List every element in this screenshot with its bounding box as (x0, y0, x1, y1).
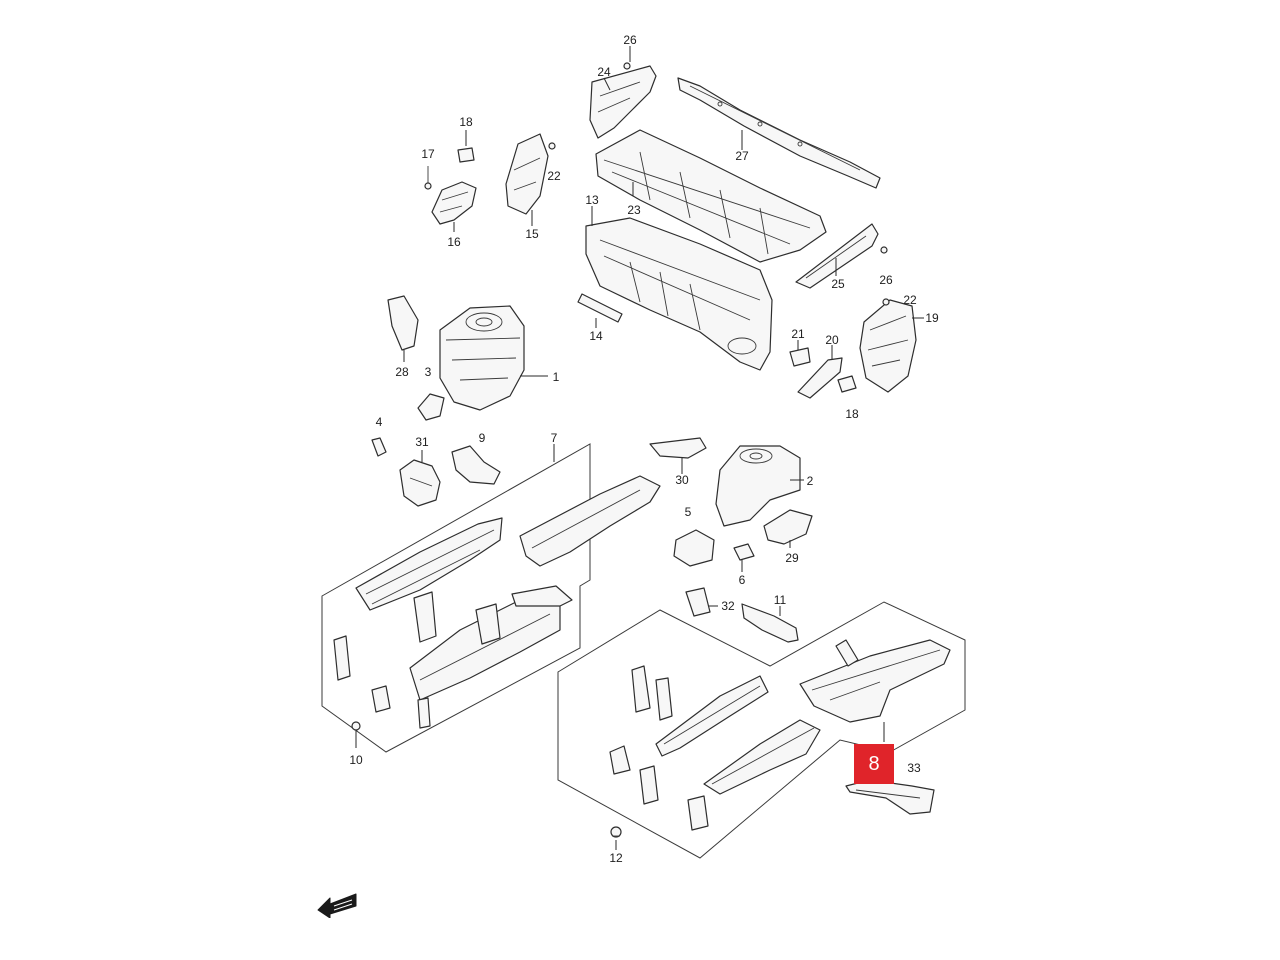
callout-21: 21 (791, 327, 805, 341)
part-21-small-bracket (789, 347, 811, 367)
callout-8-highlighted: 8 (854, 744, 894, 784)
callout-12: 12 (609, 851, 623, 865)
callout-26-right: 26 (879, 273, 893, 287)
part-29-bracket (763, 509, 813, 545)
part-18-plate-left (457, 147, 475, 163)
part-28-bracket (387, 295, 419, 351)
callout-22-left: 22 (547, 169, 561, 183)
group-box-8 (557, 601, 966, 859)
part-27-cowl-top-panel (677, 77, 881, 189)
callout-10: 10 (349, 753, 363, 767)
part-18-plate-right (837, 375, 857, 393)
part-12-clip (610, 826, 622, 838)
part-26-clip-right (880, 246, 888, 254)
part-22-bolt-left (548, 142, 556, 150)
part-8-front-side-member-rh (609, 639, 951, 831)
front-direction-arrow-icon (317, 893, 357, 918)
callout-9: 9 (478, 431, 486, 445)
callout-7: 7 (550, 431, 558, 445)
part-11-extension (741, 603, 799, 643)
part-17-bolt (424, 166, 432, 190)
callout-6: 6 (738, 573, 746, 587)
callout-2: 2 (806, 474, 814, 488)
callout-27: 27 (735, 149, 749, 163)
part-19-cowl-side-lower (859, 299, 917, 393)
part-1-front-strut-tower (439, 305, 525, 411)
part-7-front-side-member-assy (333, 475, 661, 729)
part-5-bracket (673, 529, 715, 567)
callout-18-right: 18 (845, 407, 859, 421)
part-10-clip (351, 721, 361, 731)
callout-30: 30 (675, 473, 689, 487)
part-15-apron-bracket (505, 133, 549, 215)
callout-14: 14 (589, 329, 603, 343)
callout-11: 11 (773, 593, 787, 607)
callout-4: 4 (375, 415, 383, 429)
part-3-small-bracket (417, 393, 445, 421)
group-box-7 (321, 443, 591, 753)
part-14-dash-bracket (577, 293, 623, 323)
callout-16: 16 (447, 235, 461, 249)
callout-23: 23 (627, 203, 641, 217)
callout-20: 20 (825, 333, 839, 347)
callout-24: 24 (597, 65, 611, 79)
part-9-bracket (451, 445, 501, 485)
part-22-bolt-right (882, 298, 890, 306)
callout-1: 1 (552, 370, 560, 384)
callout-28: 28 (395, 365, 409, 379)
part-20-reinforcement (797, 357, 843, 399)
callout-19: 19 (925, 311, 939, 325)
part-32-bracket (685, 587, 711, 617)
callout-13: 13 (585, 193, 599, 207)
callout-32: 32 (721, 599, 735, 613)
part-25-cowl-side-bracket (795, 223, 879, 289)
callout-22-right: 22 (903, 293, 917, 307)
callout-33: 33 (907, 761, 921, 775)
part-4-bolt (371, 437, 387, 457)
callout-26-top: 26 (623, 33, 637, 47)
callout-29: 29 (785, 551, 799, 565)
callout-3: 3 (424, 365, 432, 379)
part-31-bracket (399, 459, 441, 507)
callout-5: 5 (684, 505, 692, 519)
part-33-reinforcement (845, 779, 935, 815)
part-26-clip-top (623, 62, 631, 70)
part-2-strut-tower-rh (715, 445, 801, 527)
part-30-bracket (649, 437, 707, 459)
callout-25: 25 (831, 277, 845, 291)
part-16-bracket (431, 181, 477, 225)
callout-31: 31 (415, 435, 429, 449)
part-6-bracket (733, 543, 755, 561)
callout-18-left: 18 (459, 115, 473, 129)
callout-17: 17 (421, 147, 435, 161)
callout-15: 15 (525, 227, 539, 241)
part-13-dash-panel (585, 217, 773, 371)
